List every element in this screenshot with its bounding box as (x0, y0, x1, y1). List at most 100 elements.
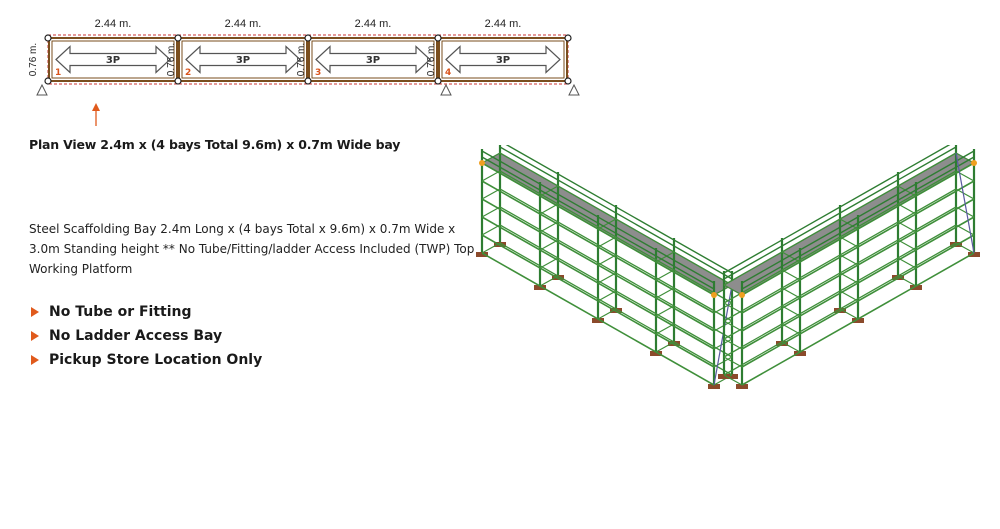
plan-view-caption: Plan View 2.4m x (4 bays Total 9.6m) x 0… (29, 137, 401, 152)
bay-number: 4 (445, 68, 451, 78)
right-run-transom (897, 221, 917, 233)
left-run-transom (655, 251, 675, 263)
feature-label: No Tube or Fitting (49, 304, 192, 320)
bay-length-label: 2.44 m. (95, 18, 132, 30)
bullet-arrow-icon (31, 331, 39, 341)
right-run-base-plate (910, 285, 922, 290)
right-run-transom (781, 305, 801, 317)
bay-inner-frame (311, 40, 435, 79)
bay-load-label: 3P (366, 55, 380, 66)
left-run-transom (597, 218, 617, 230)
left-run-transom (481, 152, 501, 164)
left-run-transom (597, 272, 617, 284)
location-pointer-icon (92, 103, 100, 111)
bay-length-label: 2.44 m. (355, 18, 392, 30)
left-run-transom (597, 308, 617, 320)
left-run-transom (481, 188, 501, 200)
product-description: Steel Scaffolding Bay 2.4m Long x (4 bay… (29, 222, 475, 276)
scaffold-group (476, 145, 980, 389)
left-run-base-plate (592, 318, 604, 323)
left-run-base-plate (476, 252, 488, 257)
left-run-transom (597, 254, 617, 266)
node-marker (304, 34, 312, 42)
right-run-transom (839, 272, 859, 284)
node-marker (434, 34, 442, 42)
right-run-transom (839, 308, 859, 320)
right-run-transom (897, 239, 917, 251)
left-run-transom (539, 239, 559, 251)
left-run-coupler (479, 160, 485, 166)
bay-number: 3 (315, 68, 321, 78)
node-marker (44, 34, 52, 42)
bay-width-label: 0.76 m. (426, 43, 437, 76)
bay-load-label: 3P (106, 55, 120, 66)
plan-view-drawing: 3P 2.44 m. 1 3P 2.44 m. 2 0.76 m. 3P 2.44 m. 3 0.7… (28, 18, 580, 126)
double-arrow-icon (315, 45, 431, 74)
left-run-coupler (711, 292, 717, 298)
node-marker (44, 77, 52, 85)
right-run-transom (781, 287, 801, 299)
bay-length-label: 2.44 m. (485, 18, 522, 30)
feature-label: Pickup Store Location Only (49, 352, 263, 368)
feature-label: No Ladder Access Bay (49, 328, 223, 344)
support-triangle-icon (568, 83, 580, 96)
node-marker (564, 77, 572, 85)
right-run-base-plate (852, 318, 864, 323)
right-run-transom (781, 269, 801, 281)
right-run-transom (781, 323, 801, 335)
left-run-transom (481, 242, 501, 254)
bay-inner-frame (181, 40, 305, 79)
feature-item-pickup: Pickup Store Location Only (29, 349, 262, 373)
right-run-base-plate (968, 252, 980, 257)
right-run-transom (723, 338, 743, 350)
left-run-guardrail (505, 145, 733, 274)
left-run-base-plate (726, 374, 738, 379)
support-triangle-icon (36, 83, 48, 96)
right-run-transom (723, 284, 743, 296)
left-run-base-plate (650, 351, 662, 356)
right-run-transom (723, 356, 743, 368)
left-run-transom (539, 203, 559, 215)
right-run-brace (955, 152, 975, 254)
bay-number: 2 (185, 68, 191, 78)
left-run-base-plate (708, 384, 720, 389)
node-marker (304, 77, 312, 85)
bay-width-label: 0.76 m. (166, 43, 177, 76)
double-arrow-icon (55, 45, 171, 74)
right-run-transom (781, 341, 801, 353)
node-marker (174, 34, 182, 42)
left-run-transom (655, 341, 675, 353)
right-run-transom (897, 257, 917, 269)
right-run-transom (955, 242, 975, 254)
node-marker (564, 34, 572, 42)
right-run-transom (897, 185, 917, 197)
left-run-transom (655, 323, 675, 335)
right-run-guardrail (741, 156, 975, 290)
plan-width-label: 0.76 m. (28, 43, 39, 76)
right-run-coupler (739, 292, 745, 298)
double-arrow-icon (445, 45, 561, 74)
node-marker (174, 77, 182, 85)
right-run-base-plate (736, 384, 748, 389)
right-run-transom (781, 251, 801, 263)
bay-load-label: 3P (496, 55, 510, 66)
left-run-transom (597, 290, 617, 302)
bullet-arrow-icon (31, 355, 39, 365)
left-run-transom (539, 257, 559, 269)
bullet-arrow-icon (31, 307, 39, 317)
left-run-guardrail (481, 150, 715, 284)
node-marker (434, 77, 442, 85)
left-run-transom (539, 275, 559, 287)
left-run-transom (481, 170, 501, 182)
bay-number: 1 (55, 68, 61, 78)
left-run-transom (655, 287, 675, 299)
right-run-transom (839, 254, 859, 266)
right-run-guardrail (723, 145, 951, 274)
right-run-transom (723, 374, 743, 386)
feature-item-no-tube: No Tube or Fitting (29, 301, 262, 325)
support-triangle-icon (440, 83, 452, 96)
right-run-transom (839, 290, 859, 302)
left-run-transom (597, 236, 617, 248)
right-run-coupler (971, 160, 977, 166)
right-run-transom (897, 275, 917, 287)
